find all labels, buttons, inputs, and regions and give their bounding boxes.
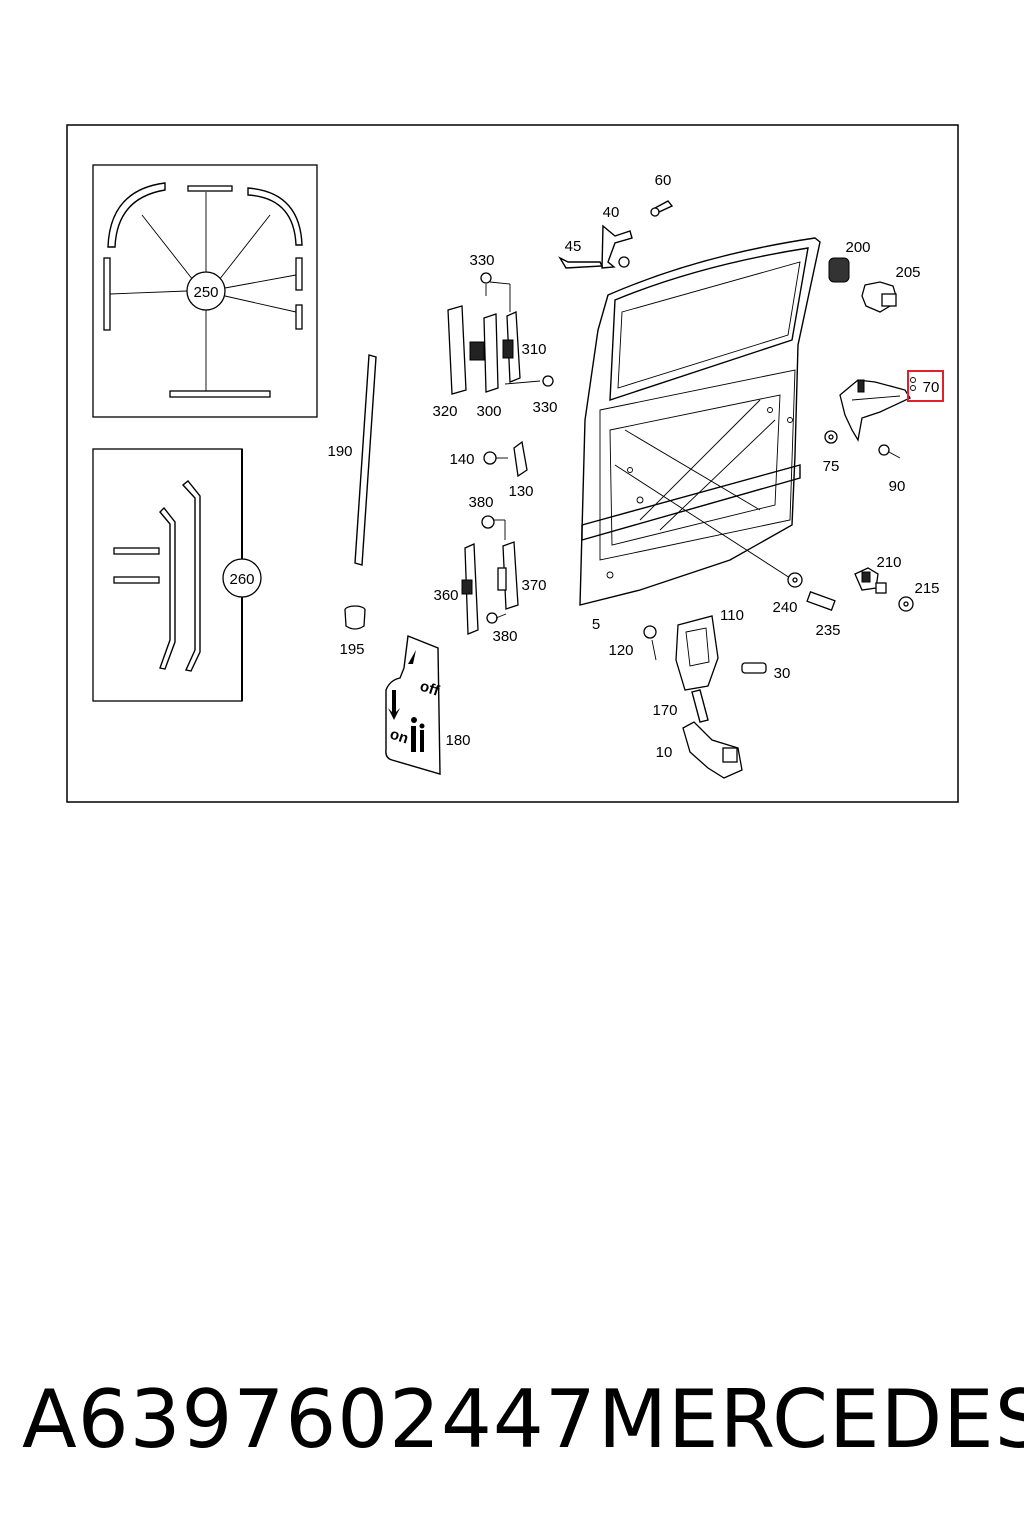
part-70-75-90 [824, 370, 944, 459]
part-195-cap [344, 605, 366, 630]
callout-360: 360 [433, 587, 458, 604]
part-180-sticker: off on [385, 635, 442, 775]
part-200-205 [828, 257, 897, 313]
callout-45: 45 [565, 238, 582, 255]
sticker-on-label: on [388, 726, 411, 748]
callout-110: 110 [720, 607, 744, 624]
part-300-310-320 [447, 272, 554, 395]
callout-205: 205 [895, 264, 920, 281]
callout-240: 240 [772, 599, 797, 616]
callout-10: 10 [656, 744, 673, 761]
callout-190: 190 [327, 443, 352, 460]
callout-330-top: 330 [469, 252, 494, 269]
callout-90: 90 [889, 478, 906, 495]
callout-380-top: 380 [468, 494, 493, 511]
callout-40: 40 [603, 204, 620, 221]
callout-5: 5 [592, 616, 600, 633]
part-360-370-380 [461, 515, 519, 635]
callout-215: 215 [914, 580, 939, 597]
callout-320: 320 [432, 403, 457, 420]
inset-250: 250 [92, 164, 318, 418]
callout-130: 130 [508, 483, 533, 500]
callout-75: 75 [823, 458, 840, 475]
callout-370: 370 [521, 577, 546, 594]
callout-300: 300 [476, 403, 501, 420]
part-110-120-30 [643, 615, 767, 691]
callout-310: 310 [521, 341, 546, 358]
inset-260: 260 [92, 448, 262, 702]
callout-210: 210 [876, 554, 901, 571]
callout-250: 250 [193, 284, 218, 301]
callout-380-bottom: 380 [492, 628, 517, 645]
callout-120: 120 [608, 642, 633, 659]
sticker-off-label: off [418, 678, 442, 700]
callout-180: 180 [445, 732, 470, 749]
callout-260: 260 [229, 571, 254, 588]
part-number-label: A6397602447 [22, 1373, 597, 1466]
part-210-215 [854, 567, 914, 612]
callout-330-bottom: 330 [532, 399, 557, 416]
sliding-door-panel [579, 237, 821, 606]
diagram-frame [66, 124, 959, 803]
callout-195: 195 [339, 641, 364, 658]
part-40-45-60 [558, 200, 674, 269]
callout-140: 140 [449, 451, 474, 468]
parts-diagram: 250 260 5 60 40 45 [66, 124, 959, 803]
callout-235: 235 [815, 622, 840, 639]
part-190-seal [354, 354, 377, 566]
callout-70: 70 [923, 379, 940, 396]
callout-60: 60 [655, 172, 672, 189]
caption-bar: A6397602447 MERCEDES [0, 1365, 1024, 1475]
part-140-130 [483, 440, 528, 478]
brand-label: MERCEDES [598, 1373, 1024, 1466]
highlight-box-70 [907, 370, 944, 402]
callout-200: 200 [845, 239, 870, 256]
callout-30: 30 [774, 665, 791, 682]
part-240-235 [787, 572, 836, 611]
callout-170: 170 [652, 702, 677, 719]
part-170-10 [682, 689, 743, 779]
